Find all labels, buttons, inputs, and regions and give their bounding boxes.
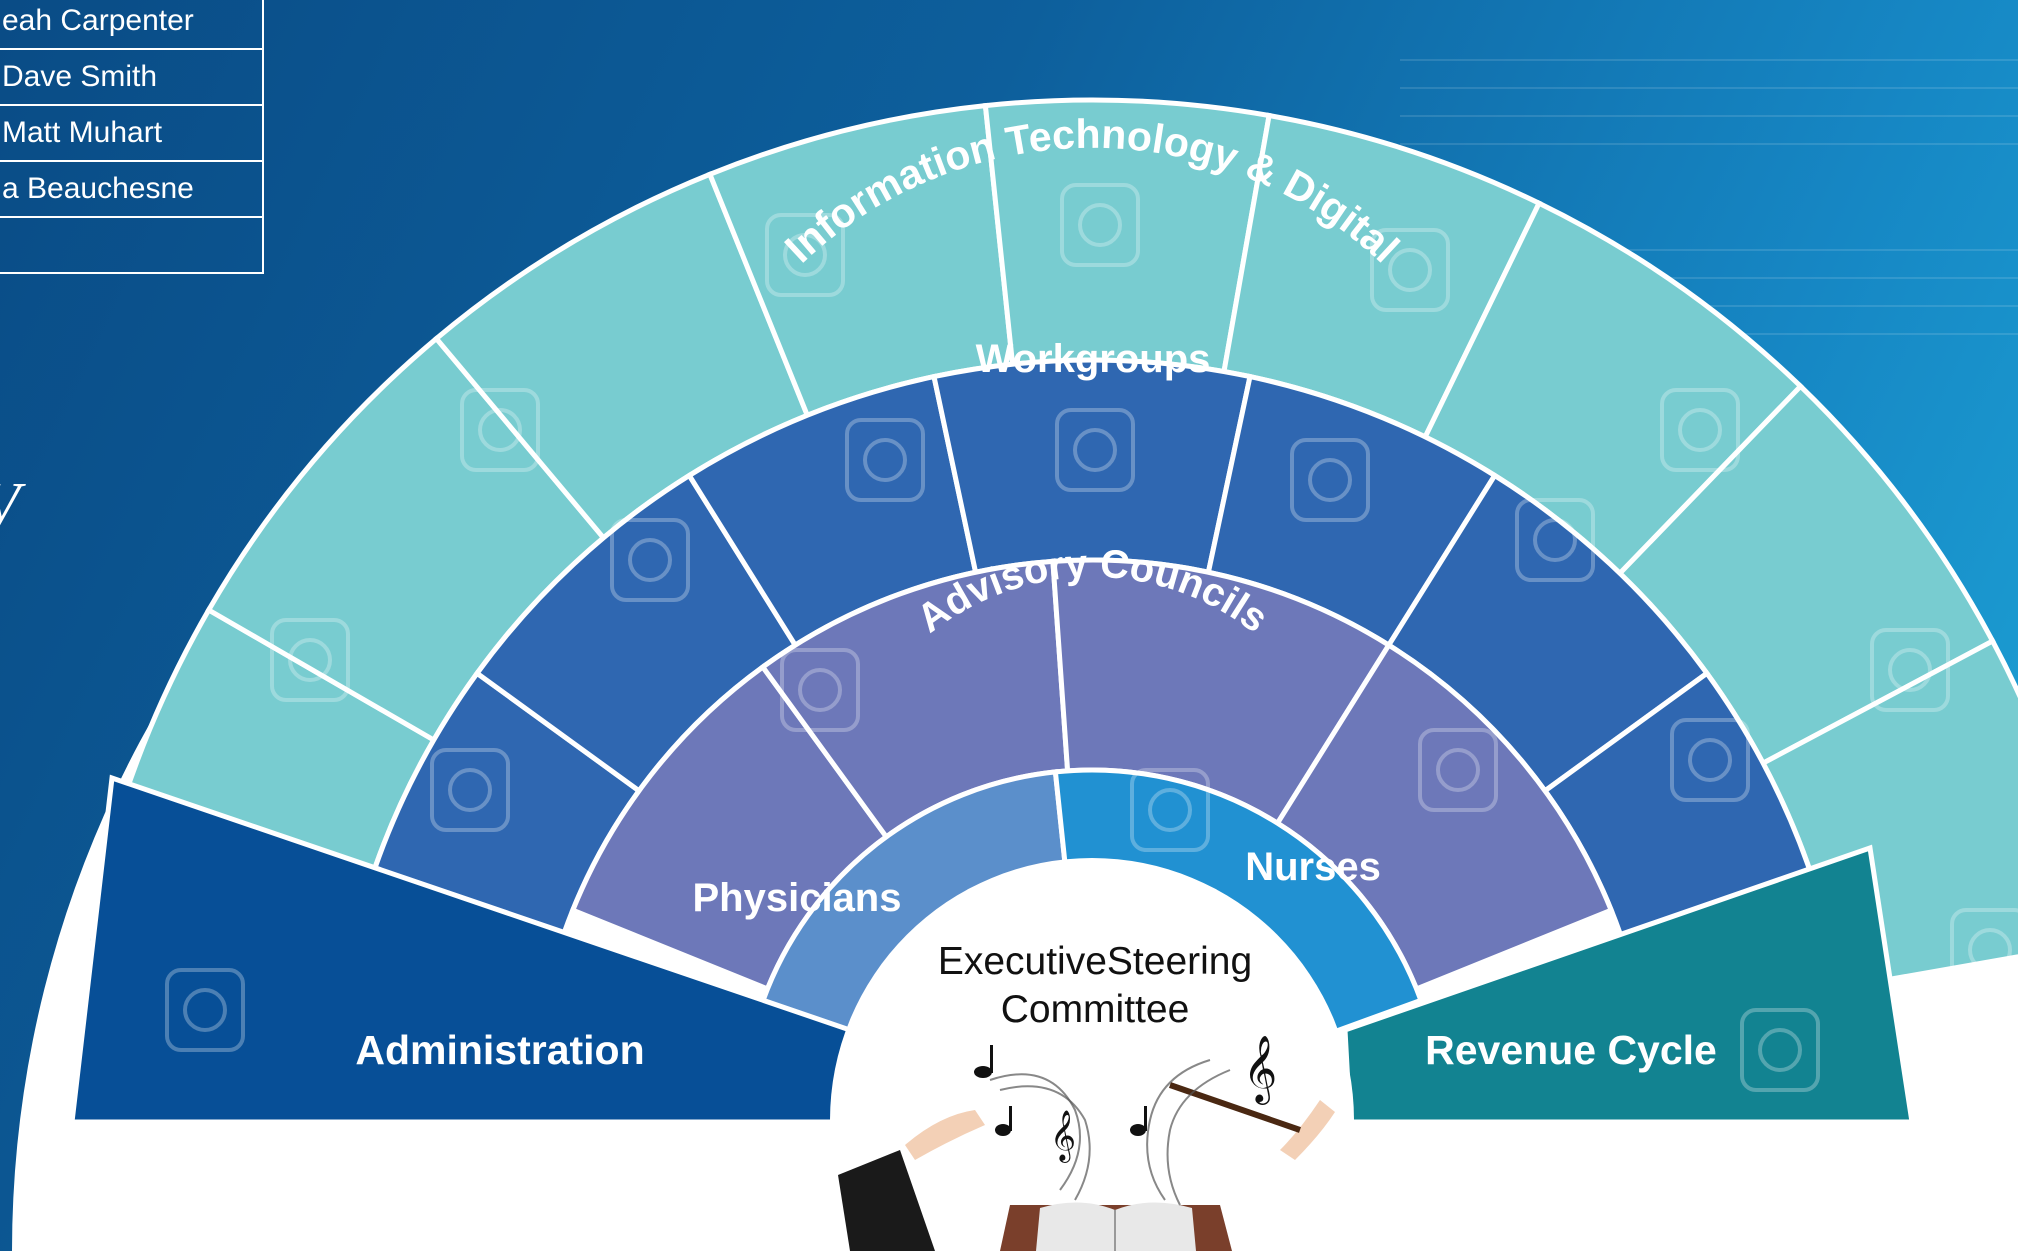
harp-icon — [1950, 908, 2018, 992]
banjo-icon — [430, 748, 510, 832]
conductor-icon: 𝄞 𝄞 — [838, 1034, 1335, 1251]
executive-steering-committee: ExecutiveSteering Committee — [895, 938, 1295, 1034]
name-cell — [0, 216, 264, 274]
ring-label-physicians: Physicians — [692, 876, 901, 920]
center-label-line2: Committee — [1000, 988, 1190, 1031]
icons-layer — [165, 183, 2018, 1092]
speaker-icon — [1060, 183, 1140, 267]
ring-label-workgroups: Workgroups — [976, 337, 1211, 381]
saxophone-icon — [610, 518, 690, 602]
center-label-line1: ExecutiveSteering — [937, 940, 1253, 983]
side-glyph: V — [0, 470, 20, 541]
keyboard-icon — [1055, 408, 1135, 492]
flute-icon — [1130, 768, 1210, 852]
name-cell: Dave Smith — [0, 48, 264, 106]
french-horn-icon — [845, 418, 925, 502]
xylophone-icon — [1515, 498, 1595, 582]
triangle-icon — [1370, 228, 1450, 312]
cello-icon — [1740, 1008, 1820, 1092]
segments-layer — [69, 97, 2018, 1251]
ring-label-nurses: Nurses — [1245, 845, 1381, 889]
violin-icon — [1870, 628, 1950, 712]
center-hub — [830, 858, 1354, 1251]
name-cell: eah Carpenter — [0, 0, 264, 50]
base-label-revenue-cycle: Revenue Cycle — [1425, 1027, 1717, 1073]
base-label-administration: Administration — [355, 1027, 644, 1073]
clarinet-icon — [1418, 728, 1498, 812]
trumpet-icon — [780, 648, 860, 732]
name-cell: a Beauchesne — [0, 160, 264, 218]
mandolin-icon — [1670, 718, 1750, 802]
balalaika-icon — [1290, 438, 1370, 522]
maracas-icon — [460, 388, 540, 472]
grand-piano-icon — [1660, 388, 1740, 472]
cymbal-icon — [765, 213, 845, 297]
svg-text:𝄞: 𝄞 — [1243, 1034, 1277, 1105]
conga-icon — [165, 968, 245, 1052]
bongo-icon — [270, 618, 350, 702]
names-table: eah Carpenter Dave Smith Matt Muhart a B… — [0, 0, 264, 274]
workgroups-segment — [931, 357, 1253, 576]
name-cell: Matt Muhart — [0, 104, 264, 162]
svg-text:𝄞: 𝄞 — [1050, 1110, 1076, 1163]
